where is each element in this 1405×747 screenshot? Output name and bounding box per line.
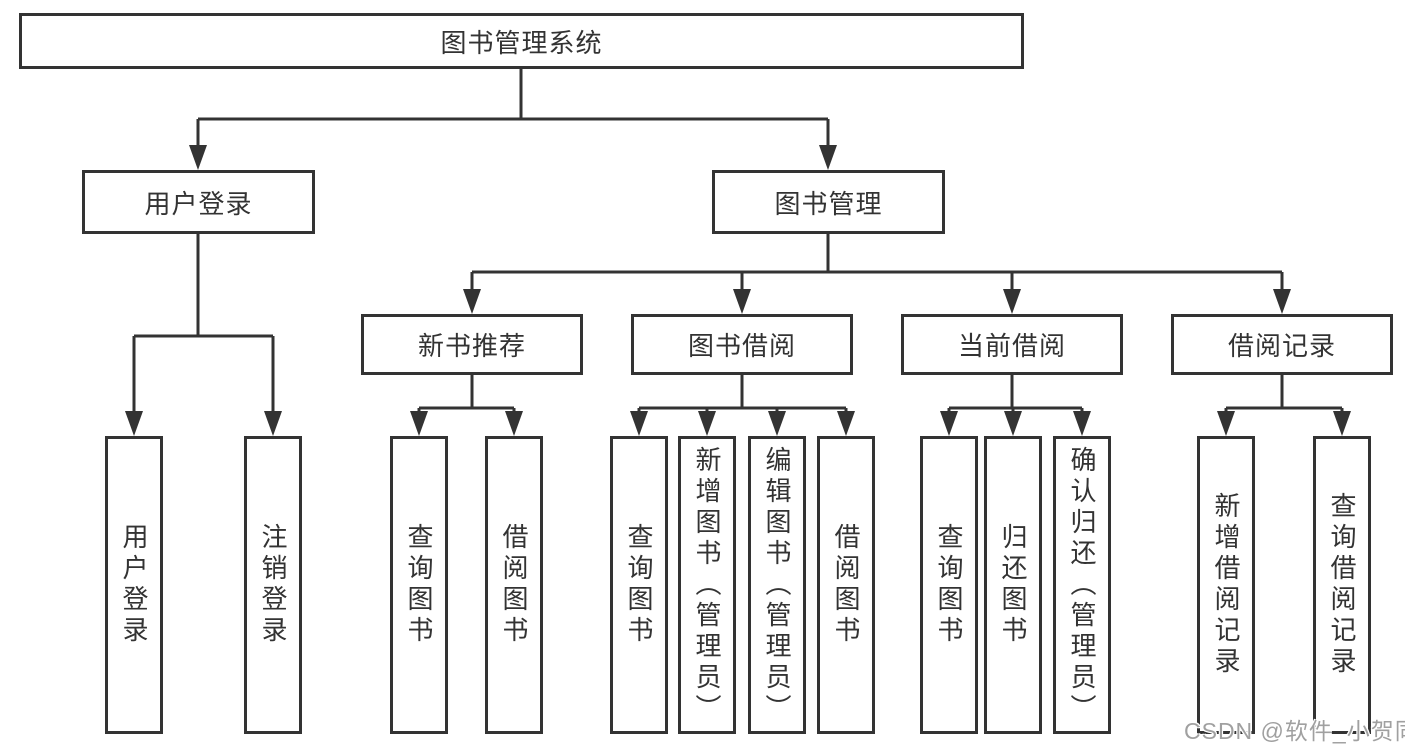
leaf-query-books-borrow: 查询图书 <box>610 436 668 734</box>
arrowhead-icon <box>1217 411 1235 436</box>
arrowhead-icon <box>1333 411 1351 436</box>
leaf-confirm-return-admin: 确认归还（管理员） <box>1053 436 1111 734</box>
node-label: 编辑图书（管理员） <box>762 445 792 725</box>
arrowhead-icon <box>733 289 751 314</box>
node-label: 查询借阅记录 <box>1327 492 1357 678</box>
node-book-management: 图书管理 <box>712 170 945 234</box>
arrowhead-icon <box>1003 289 1021 314</box>
node-label: 查询图书 <box>404 523 434 647</box>
node-label: 图书管理 <box>774 188 883 219</box>
node-label: 新增图书（管理员） <box>692 445 722 725</box>
arrowhead-icon <box>698 411 716 436</box>
csdn-watermark: CSDN @软件_小贺同学 <box>1184 718 1405 744</box>
leaf-add-borrow-record: 新增借阅记录 <box>1197 436 1255 734</box>
node-borrow-record: 借阅记录 <box>1171 314 1393 375</box>
arrowhead-icon <box>940 411 958 436</box>
connector-new-rec-to-leaves <box>417 375 516 416</box>
arrowhead-icon <box>125 411 143 436</box>
leaf-return-books: 归还图书 <box>984 436 1042 734</box>
node-user-login: 用户登录 <box>82 170 315 234</box>
node-label: 当前借阅 <box>957 331 1066 361</box>
arrowhead-icon <box>1273 289 1291 314</box>
node-label: 借阅记录 <box>1227 331 1336 361</box>
connector-book-borrow-to-leaves <box>637 375 848 416</box>
arrowhead-icon <box>768 411 786 436</box>
connector-current-borrow-to-leaves <box>947 375 1084 416</box>
leaf-query-borrow-record: 查询借阅记录 <box>1313 436 1371 734</box>
node-label: 注销登录 <box>258 523 288 647</box>
connector-root-to-level2 <box>196 69 830 150</box>
leaf-edit-books-admin: 编辑图书（管理员） <box>748 436 806 734</box>
node-current-borrow: 当前借阅 <box>901 314 1123 375</box>
node-label: 查询图书 <box>934 523 964 647</box>
node-label: 用户登录 <box>144 188 253 219</box>
arrowhead-icon <box>264 411 282 436</box>
node-library-management-system: 图书管理系统 <box>19 13 1024 69</box>
arrowheads <box>125 145 1351 436</box>
node-label: 借阅图书 <box>831 523 861 647</box>
node-label: 确认归还（管理员） <box>1067 445 1097 725</box>
arrowhead-icon <box>819 145 837 170</box>
arrowhead-icon <box>463 289 481 314</box>
node-label: 新书推荐 <box>417 331 526 361</box>
node-label: 归还图书 <box>998 523 1028 647</box>
leaf-add-books-admin: 新增图书（管理员） <box>678 436 736 734</box>
leaf-borrow-books: 借阅图书 <box>817 436 875 734</box>
connector-user-login-to-leaves <box>132 234 275 416</box>
node-label: 用户登录 <box>119 523 149 647</box>
connector-book-mgmt-to-level3 <box>470 234 1284 294</box>
arrowhead-icon <box>1073 411 1091 436</box>
arrowhead-icon <box>837 411 855 436</box>
leaf-query-books-recommend: 查询图书 <box>390 436 448 734</box>
leaf-logout-login: 注销登录 <box>244 436 302 734</box>
leaf-borrow-books-recommend: 借阅图书 <box>485 436 543 734</box>
node-label: 图书借阅 <box>687 331 796 361</box>
node-label: 新增借阅记录 <box>1211 492 1241 678</box>
arrowhead-icon <box>505 411 523 436</box>
node-label: 查询图书 <box>624 523 654 647</box>
node-label: 图书管理系统 <box>440 27 603 58</box>
arrowhead-icon <box>189 145 207 170</box>
arrowhead-icon <box>410 411 428 436</box>
arrowhead-icon <box>630 411 648 436</box>
node-label: 借阅图书 <box>499 523 529 647</box>
leaf-query-books-current: 查询图书 <box>920 436 978 734</box>
connector-borrow-record-to-leaves <box>1224 375 1344 416</box>
arrowhead-icon <box>1004 411 1022 436</box>
leaf-user-login: 用户登录 <box>105 436 163 734</box>
node-book-borrow: 图书借阅 <box>631 314 853 375</box>
node-new-book-recommend: 新书推荐 <box>361 314 583 375</box>
